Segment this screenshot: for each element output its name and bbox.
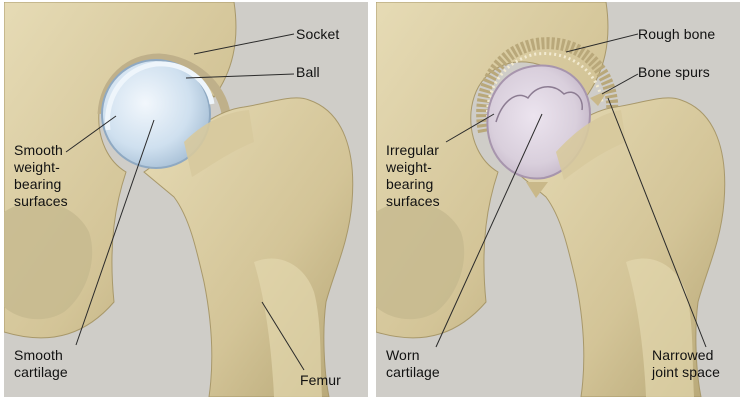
label-smooth-surfaces: Smooth weight- bearing surfaces: [14, 142, 68, 210]
arthritic-hip-panel: Rough bone Bone spurs Irregular weight- …: [376, 2, 740, 397]
healthy-hip-panel: Socket Ball Smooth weight- bearing surfa…: [4, 2, 368, 397]
label-bone-spurs: Bone spurs: [638, 64, 710, 81]
label-worn-cartilage: Worn cartilage: [386, 347, 440, 381]
label-irregular-surfaces: Irregular weight- bearing surfaces: [386, 142, 440, 210]
label-rough-bone: Rough bone: [638, 26, 715, 43]
label-ball: Ball: [296, 64, 320, 81]
label-femur: Femur: [300, 372, 341, 389]
label-socket: Socket: [296, 26, 339, 43]
label-smooth-cartilage: Smooth cartilage: [14, 347, 68, 381]
label-narrowed-joint-space: Narrowed joint space: [652, 347, 720, 381]
